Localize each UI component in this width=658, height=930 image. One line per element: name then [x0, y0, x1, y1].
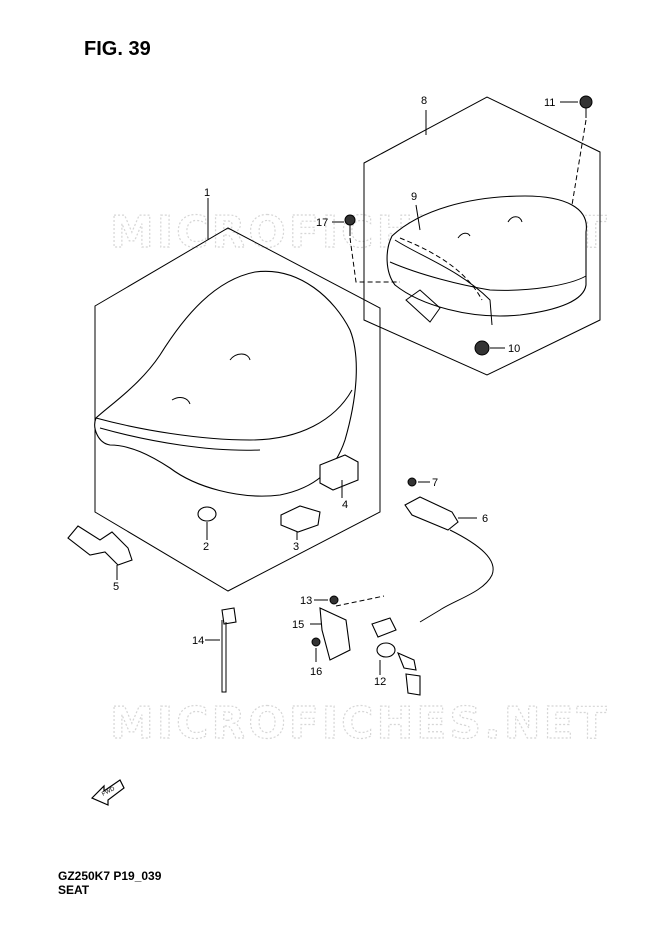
fwd-arrow-icon: FWD [90, 779, 125, 806]
part-17-bolt [344, 214, 356, 236]
part-12-lock-with-key [371, 617, 421, 696]
part-4-cushion [319, 454, 359, 491]
callout-1: 1 [204, 187, 210, 199]
callout-3: 3 [293, 541, 299, 553]
part-7-screw [407, 477, 417, 487]
callout-8: 8 [421, 95, 427, 107]
callout-12: 12 [374, 676, 386, 688]
callout-7: 7 [432, 477, 438, 489]
front-seat-group-frame [94, 227, 381, 592]
callout-14: 14 [192, 635, 204, 647]
model-code: GZ250K7 P19_039 [58, 869, 162, 883]
leader-lines [116, 101, 587, 675]
figure-caption: SEAT [58, 883, 90, 897]
callout-10: 10 [508, 343, 520, 355]
part-11-bolt [579, 95, 593, 118]
callout-11: 11 [544, 97, 555, 109]
part-10-nut [474, 340, 490, 356]
part-16-screw [311, 637, 321, 647]
callout-16: 16 [310, 666, 322, 678]
part-2-bumper [197, 506, 217, 522]
callout-17: 17 [316, 217, 328, 229]
rear-seat-part [386, 195, 587, 326]
part-13-bolt [329, 595, 339, 605]
part-15-lock-bracket [319, 607, 351, 661]
callout-4: 4 [342, 499, 348, 511]
figure-title: FIG. 39 [84, 38, 151, 60]
rear-seat-group-frame [363, 96, 601, 376]
callout-6: 6 [482, 513, 488, 525]
part-14-tie-strap [221, 607, 237, 693]
callout-5: 5 [113, 581, 119, 593]
part-6-cable-assembly [404, 496, 494, 623]
callout-15: 15 [292, 619, 304, 631]
callout-numbers: 1 2 3 4 5 6 7 8 9 10 11 12 13 14 15 16 1… [113, 95, 555, 688]
callout-2: 2 [203, 541, 209, 553]
callout-9: 9 [411, 191, 417, 203]
callout-13: 13 [300, 595, 312, 607]
front-seat-part [94, 270, 357, 497]
part-5-bracket [67, 525, 133, 566]
part-3-clip [280, 505, 321, 533]
watermark-bottom: MICROFICHES.NET [110, 698, 610, 749]
